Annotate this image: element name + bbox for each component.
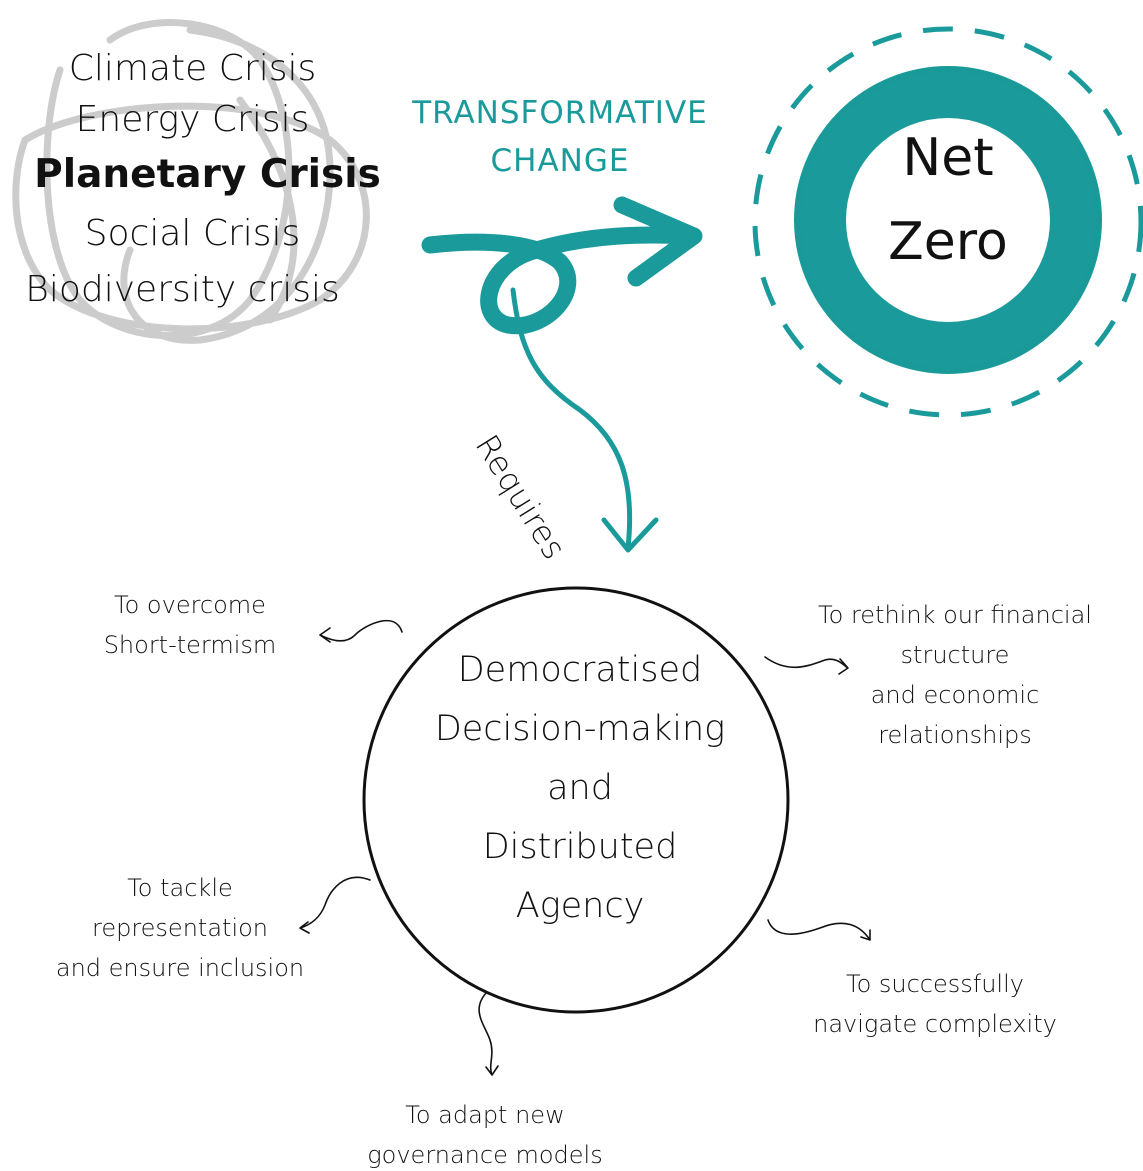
crisis-biodiversity: Biodiversity crisis <box>25 269 340 310</box>
note-line: navigate complexity <box>813 1010 1057 1038</box>
note-financial: To rethink our financial structure and e… <box>800 595 1110 755</box>
crisis-energy: Energy Crisis <box>75 99 310 140</box>
center-line-1: Democratised <box>457 650 703 690</box>
center-line-5: Agency <box>515 886 645 926</box>
note-governance: To adapt new governance models <box>350 1095 620 1171</box>
note-line: To rethink our financial <box>818 601 1092 629</box>
note-line: To adapt new <box>405 1101 565 1129</box>
transformative-label: TRANSFORMATIVE <box>412 95 708 131</box>
note-line: relationships <box>878 721 1032 749</box>
crisis-social: Social Crisis <box>84 213 301 254</box>
note-line: To successfully <box>846 970 1024 998</box>
center-line-3: and <box>547 768 613 808</box>
financial-arrow <box>764 656 849 675</box>
note-representation: To tackle representation and ensure incl… <box>40 868 320 988</box>
note-line: To tackle <box>127 874 233 902</box>
center-line-4: Distributed <box>482 827 678 867</box>
crisis-climate: Climate Crisis <box>68 48 317 89</box>
complexity-arrow <box>767 919 871 941</box>
representation-arrow <box>299 876 371 934</box>
net-label: Net <box>902 128 994 188</box>
crisis-planetary: Planetary Crisis <box>34 152 381 197</box>
center-line-2: Decision-making <box>434 709 726 749</box>
zero-label: Zero <box>888 212 1008 272</box>
short-termism-arrow <box>319 619 403 643</box>
center-circle <box>362 586 790 1014</box>
note-line: structure <box>900 641 1010 669</box>
note-short-termism: To overcome Short-termism <box>90 585 290 665</box>
note-line: governance models <box>367 1141 603 1169</box>
scribble-loops <box>12 19 370 344</box>
note-line: Short-termism <box>103 631 277 659</box>
note-line: and ensure inclusion <box>55 954 305 982</box>
note-complexity: To successfully navigate complexity <box>800 964 1070 1044</box>
note-line: To overcome <box>114 591 266 619</box>
note-line: and economic <box>870 681 1040 709</box>
requires-arrow <box>510 287 659 553</box>
transformative-arrow <box>421 196 703 335</box>
governance-arrow <box>478 991 499 1076</box>
note-line: representation <box>91 914 268 942</box>
net-zero-ring <box>752 26 1143 418</box>
change-label: CHANGE <box>490 143 630 179</box>
